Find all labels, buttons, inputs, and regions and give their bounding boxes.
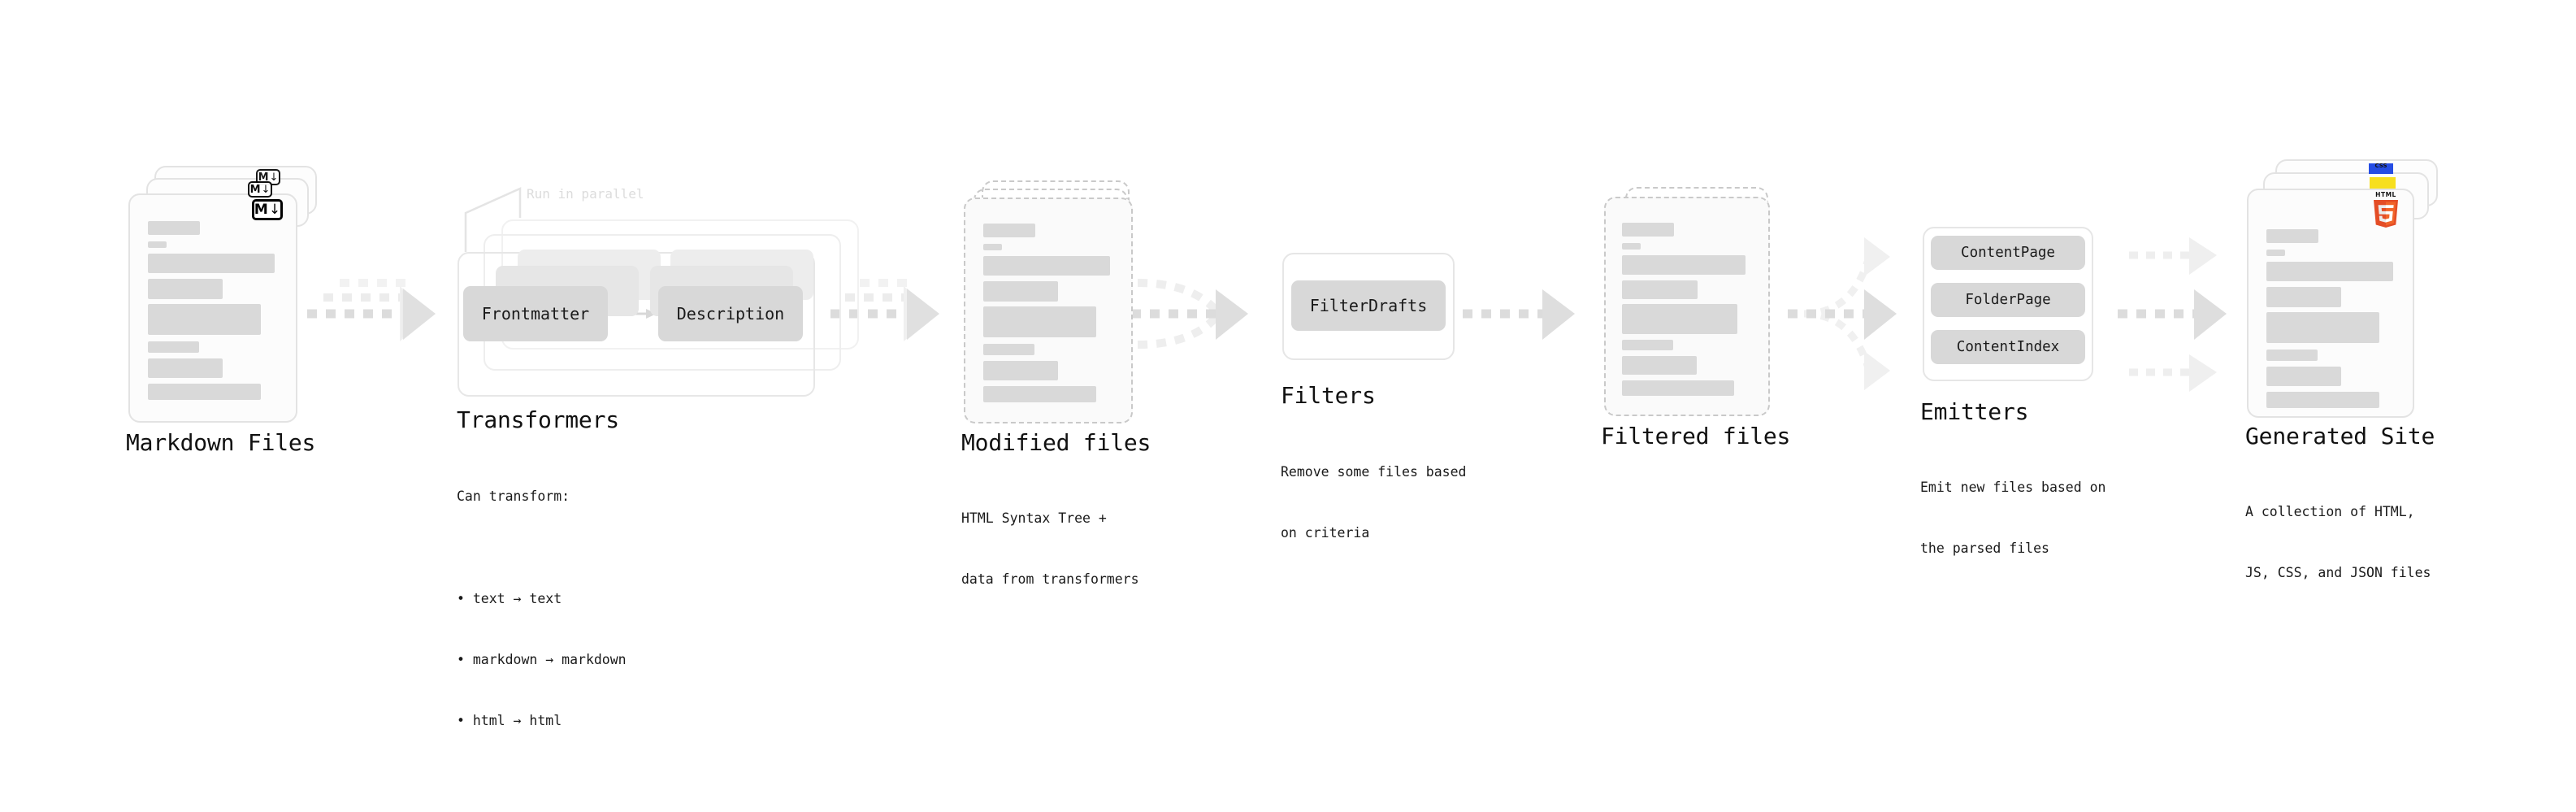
emitter-pill-folderpage[interactable]: FolderPage <box>1931 283 2085 317</box>
run-in-parallel-label: Run in parallel <box>527 186 644 202</box>
arrow-emitters-to-site <box>2118 237 2227 392</box>
skeleton-line <box>1622 340 1673 350</box>
stage-title-modified-files: Modified files <box>961 429 1151 456</box>
transformers-bullet: • html → html <box>457 713 562 729</box>
filters-subtitle-line: Remove some files based <box>1281 464 1467 480</box>
stage-title-emitters: Emitters <box>1920 398 2029 425</box>
arrow-modified-to-filters <box>1131 279 1248 349</box>
js-icon <box>2370 177 2396 192</box>
stage-subtitle-filters: Remove some files based on criteria <box>1281 421 1466 584</box>
skeleton-line <box>983 256 1110 276</box>
modified-subtitle-line: data from transformers <box>961 571 1139 588</box>
transformer-pill-description[interactable]: Description <box>658 286 803 341</box>
skeleton-line <box>148 279 223 299</box>
modified-card-front <box>964 198 1133 423</box>
arrow-markdown-to-transformers <box>307 279 436 341</box>
skeleton-line <box>983 386 1096 402</box>
skeleton-subtitle <box>2266 250 2285 256</box>
skeleton-line <box>2266 392 2379 408</box>
skeleton-line <box>1622 304 1737 334</box>
skeleton-line <box>983 344 1034 355</box>
skeleton-line <box>1622 255 1746 275</box>
html5-icon: HTML <box>2371 192 2400 229</box>
filters-subtitle-line: on criteria <box>1281 525 1370 541</box>
skeleton-line <box>1622 380 1734 396</box>
pipeline-diagram: M↓ M↓ M↓ Markdown Files Run in parallel … <box>126 159 2438 728</box>
skeleton-title <box>983 224 1035 237</box>
emitters-subtitle-line: the parsed files <box>1920 541 2049 557</box>
emitter-pill-contentindex[interactable]: ContentIndex <box>1931 330 2085 364</box>
html5-shield-icon <box>2373 199 2399 228</box>
arrow-filters-to-filtered <box>1463 289 1575 340</box>
skeleton-line <box>1622 280 1698 299</box>
site-subtitle-line: A collection of HTML, <box>2245 504 2415 520</box>
skeleton-line <box>2266 262 2393 281</box>
skeleton-line <box>148 384 261 400</box>
skeleton-line <box>148 254 275 273</box>
skeleton-title <box>2266 229 2318 243</box>
skeleton-line <box>148 304 261 335</box>
skeleton-title <box>148 221 200 235</box>
transformers-bullet-list: • text → text • markdown → markdown • ht… <box>457 547 627 771</box>
skeleton-subtitle <box>983 244 1002 250</box>
transformers-intro: Can transform: <box>457 489 570 505</box>
emitters-subtitle-line: Emit new files based on <box>1920 480 2106 496</box>
skeleton-line <box>148 341 199 353</box>
stage-title-transformers: Transformers <box>457 406 619 433</box>
skeleton-line <box>983 306 1096 337</box>
skeleton-line <box>2266 367 2341 386</box>
stage-title-markdown-files: Markdown Files <box>126 429 316 456</box>
skeleton-line <box>2266 350 2318 361</box>
stage-subtitle-generated-site: A collection of HTML, JS, CSS, and JSON … <box>2245 461 2431 624</box>
skeleton-subtitle <box>148 241 167 248</box>
filtered-card-front <box>1604 197 1770 416</box>
css-icon: CSS <box>2369 163 2393 174</box>
skeleton-line <box>1622 356 1697 375</box>
arrow-filtered-to-emitters <box>1788 237 1897 390</box>
transformer-pill-frontmatter[interactable]: Frontmatter <box>463 286 608 341</box>
site-subtitle-line: JS, CSS, and JSON files <box>2245 565 2431 581</box>
skeleton-title <box>1622 223 1674 237</box>
stage-subtitle-emitters: Emit new files based on the parsed files <box>1920 436 2105 600</box>
skeleton-line <box>2266 287 2341 307</box>
stage-title-filters: Filters <box>1281 382 1376 409</box>
transformers-bullet: • markdown → markdown <box>457 651 627 667</box>
skeleton-line <box>148 358 223 378</box>
modified-subtitle-line: HTML Syntax Tree + <box>961 510 1107 527</box>
stage-title-generated-site: Generated Site <box>2245 423 2435 449</box>
skeleton-subtitle <box>1622 243 1641 250</box>
stage-subtitle-modified-files: HTML Syntax Tree + data from transformer… <box>961 467 1139 631</box>
transformers-bullet: • text → text <box>457 590 562 606</box>
markdown-icon-mid: M↓ <box>248 181 272 198</box>
skeleton-line <box>983 361 1058 380</box>
markdown-card-front <box>128 193 297 423</box>
emitter-pill-contentpage[interactable]: ContentPage <box>1931 236 2085 270</box>
markdown-icon: M↓ <box>252 199 283 220</box>
skeleton-line <box>2266 312 2379 343</box>
stage-subtitle-transformers: Can transform: • text → text • markdown … <box>457 445 627 812</box>
stage-title-filtered-files: Filtered files <box>1601 423 1791 449</box>
filter-pill-filterdrafts[interactable]: FilterDrafts <box>1291 280 1446 331</box>
skeleton-line <box>983 281 1058 302</box>
